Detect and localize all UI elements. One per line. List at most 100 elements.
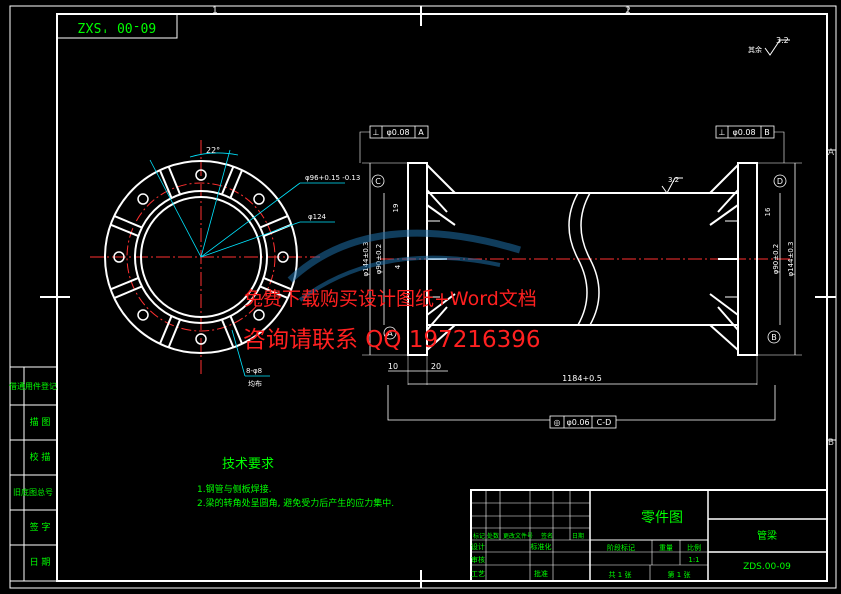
datum-c: C	[375, 177, 381, 186]
geo-tol-right: ⊥ φ0.08 B	[715, 125, 785, 163]
tech-requirements: 技术要求 1.钢管与侧板焊接. 2.梁的转角处呈圆角, 避免受力后产生的应力集中…	[197, 457, 394, 509]
roughness-mid: 3.2	[668, 176, 679, 184]
zone-label: B	[828, 438, 834, 448]
svg-text:◎: ◎	[554, 418, 561, 427]
roughness-corner-value: 3.2	[776, 36, 789, 45]
dim-10: 10	[388, 362, 398, 371]
bolt-hole	[137, 193, 149, 205]
svg-text:B: B	[764, 128, 770, 137]
sign-row: 更改文件号	[503, 532, 533, 540]
role: 审核	[471, 555, 485, 564]
flange-rib	[229, 169, 243, 199]
holes-label: 8-φ8	[246, 367, 262, 375]
dim-pcd: φ124	[308, 213, 327, 221]
bolt-hole	[137, 309, 149, 321]
watermark-logo	[287, 229, 522, 302]
tech-item-1: 1.钢管与侧板焊接.	[197, 483, 271, 495]
datum-a: A	[387, 329, 393, 338]
flange-rib	[167, 319, 181, 348]
flange-rib	[229, 315, 243, 345]
svg-text:⊥: ⊥	[719, 128, 726, 137]
dim-20: 20	[431, 362, 441, 371]
dim-16: 16	[764, 207, 772, 216]
flange-rib	[159, 169, 173, 199]
sign-row: 处数	[487, 532, 499, 540]
flange-rib	[221, 166, 235, 195]
flange-view: 22° φ96+0.15 -0.13 φ124 8-φ8 均布	[90, 140, 360, 388]
role: 工艺	[471, 570, 485, 578]
svg-text:φ0.06: φ0.06	[566, 418, 589, 427]
datum-d: D	[777, 177, 783, 186]
dim-144-right: φ144±0.3	[787, 242, 795, 277]
col-scale: 比例	[687, 543, 701, 552]
dim-90-right: φ90±0.2	[772, 244, 780, 275]
dim-4: 4	[394, 264, 402, 269]
sheet-no: 第 1 张	[668, 570, 691, 579]
concentric-tol: ◎ φ0.06 C-D	[549, 415, 617, 429]
scale-value: 1:1	[688, 556, 699, 564]
flange-rib	[167, 166, 181, 195]
dim-90-left: φ90±0.2	[375, 244, 383, 275]
bolt-hole	[195, 333, 207, 345]
stamp-cell: 借通用件登记	[9, 381, 57, 391]
sign-row: 标记	[473, 532, 485, 540]
col-weight: 重量	[659, 544, 673, 552]
watermark-line1: 免费下载购买设计图纸+Word文档	[244, 288, 537, 310]
roughness-corner-symbol: 3.2 其余	[748, 36, 790, 56]
tech-title: 技术要求	[222, 457, 274, 472]
stamp-cell: 日 期	[30, 557, 51, 568]
flange-rib	[113, 285, 143, 299]
part-name: 管梁	[757, 529, 777, 542]
stamp-cell: 签 字	[30, 521, 51, 533]
flange-rib	[113, 215, 143, 229]
zone-label: A	[828, 148, 835, 158]
flange-rib	[110, 223, 139, 237]
zone-label: 2	[625, 6, 631, 16]
svg-text:C-D: C-D	[597, 418, 612, 427]
code-box-text: 60-00 'SXZ	[78, 19, 156, 34]
svg-text:φ0.08: φ0.08	[732, 128, 755, 137]
dim-1184: 1184+0.5	[562, 374, 602, 383]
svg-text:⊥: ⊥	[373, 128, 380, 137]
bolt-hole	[253, 193, 265, 205]
drawing-number: ZDS.00-09	[743, 562, 791, 572]
svg-text:A: A	[418, 128, 424, 137]
bolt-hole	[253, 309, 265, 321]
sign-row: 签名	[541, 532, 553, 540]
role: 批准	[534, 569, 548, 578]
dim-bore: φ96+0.15 -0.13	[305, 174, 360, 182]
flange-rib	[259, 285, 289, 299]
flange-rib	[110, 277, 139, 291]
bolt-hole	[277, 251, 289, 263]
tech-item-2: 2.梁的转角处呈圆角, 避免受力后产生的应力集中.	[197, 497, 394, 509]
roughness-corner-note: 其余	[748, 45, 762, 54]
bolt-hole	[113, 251, 125, 263]
col-mark: 阶段标记	[607, 543, 635, 552]
flange-rib	[221, 319, 235, 348]
holes-note: 均布	[248, 379, 262, 388]
sign-row: 日期	[572, 532, 584, 540]
angle-label: 22°	[206, 146, 220, 155]
flange-rib	[263, 277, 292, 291]
sheet-total: 共 1 张	[609, 570, 632, 579]
bolt-hole	[195, 169, 207, 181]
title-block: 标记 处数 更改文件号 签名 日期 设计 标准化 审核 工艺 批准 零件图 阶段…	[470, 489, 828, 582]
role: 标准化	[531, 542, 552, 551]
stamp-cell: 描 图	[30, 416, 51, 428]
flange-rib	[259, 215, 289, 229]
geo-tol-left: ⊥ φ0.08 A	[359, 125, 429, 163]
role: 设计	[471, 542, 485, 551]
left-stamp: 借通用件登记 描 图 校 描 旧底图总号 签 字 日 期	[9, 366, 58, 582]
datum-b: B	[771, 333, 777, 342]
drawing-type: 零件图	[641, 510, 683, 526]
flange-rib	[159, 315, 173, 345]
watermark-line2: 咨询请联系 QQ 197216396	[243, 327, 541, 353]
svg-text:φ0.08: φ0.08	[386, 128, 409, 137]
stamp-cell: 校 描	[30, 451, 51, 463]
zone-label: 1	[212, 6, 218, 16]
code-box	[56, 13, 178, 39]
side-view: ⊥ φ0.08 A ⊥ φ0.08 B C D A B 3.2 φ144±0.3…	[359, 125, 802, 429]
dim-19: 19	[392, 204, 400, 213]
dim-144-left: φ144±0.3	[362, 242, 370, 277]
